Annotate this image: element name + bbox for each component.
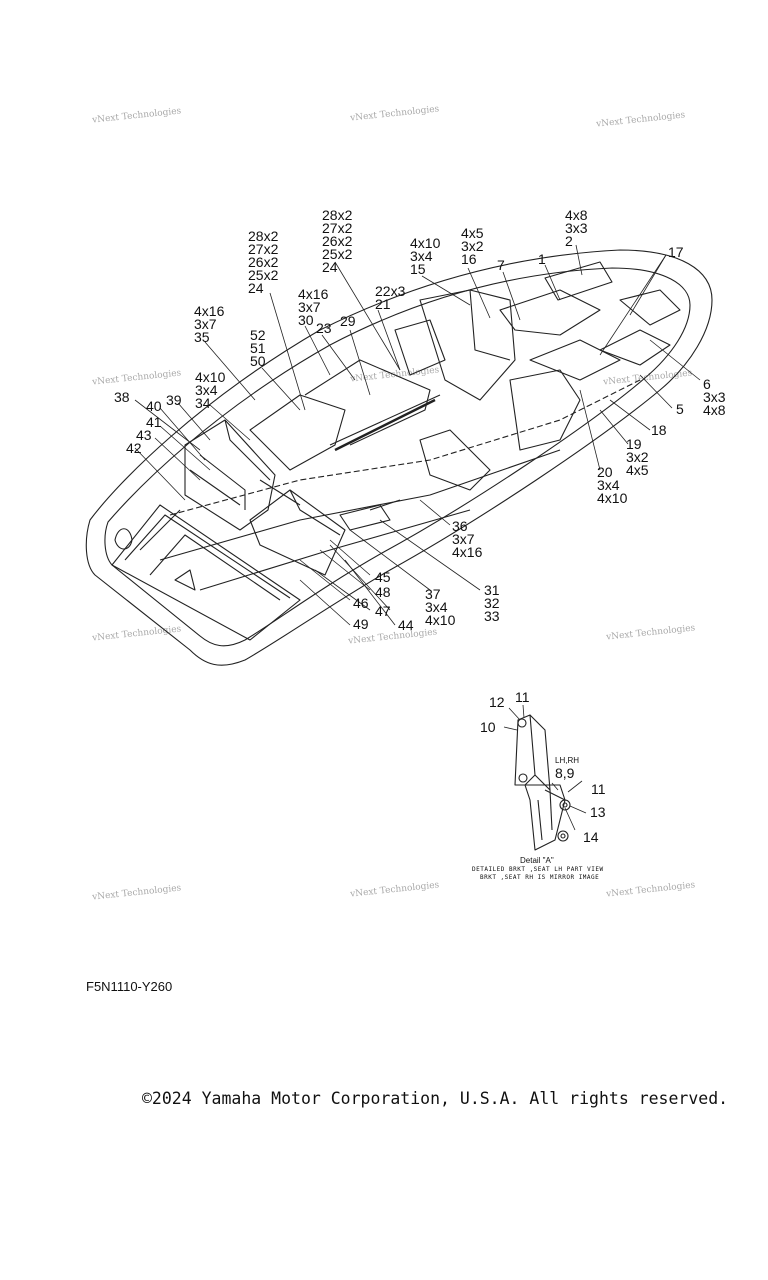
boat-line-drawing [85,244,713,666]
detail-callout-10: 10 [480,719,496,735]
callout-39: 39 [166,392,182,408]
watermark: vNext Technologies [349,880,440,900]
copyright-notice: ©2024 Yamaha Motor Corporation, U.S.A. A… [142,1089,729,1108]
callout-17: 17 [668,244,684,260]
callout-43: 43 [136,427,152,443]
detail-lh-rh: LH,RH [555,756,580,765]
callout-47: 47 [375,603,391,619]
callout-48: 48 [375,584,391,600]
callout-49: 49 [353,616,369,632]
detail-callout-11-bottom: 11 [591,781,606,797]
callout-41: 41 [146,414,162,430]
detail-note-line2: BRKT ,SEAT RH IS MIRROR IMAGE [480,874,600,881]
detail-callout-11-top: 11 [515,689,530,705]
callout-45: 45 [375,569,391,585]
detail-callout-8-9: 8,9 [555,765,575,781]
watermark: vNext Technologies [605,880,696,900]
callout-42: 42 [126,440,142,456]
callout-29: 29 [340,313,356,329]
callout-1: 1 [538,251,546,267]
detail-callout-14: 14 [583,829,599,845]
callout-46: 46 [353,595,369,611]
callout-44: 44 [398,617,414,633]
detail-title: Detail "A" [520,856,554,865]
detail-callout-12: 12 [489,694,505,710]
callout-5: 5 [676,401,684,417]
detail-a-bracket-drawing [503,704,587,851]
callout-7: 7 [497,257,505,273]
callout-40: 40 [146,398,162,414]
callout-38: 38 [114,389,130,405]
callout-18: 18 [651,422,667,438]
watermark: vNext Technologies [91,883,182,903]
figure-code: F5N1110-Y260 [86,979,173,994]
detail-note-line1: DETAILED BRKT ,SEAT LH PART VIEW [472,866,604,873]
detail-callout-13: 13 [590,804,606,820]
callout-23: 23 [316,320,332,336]
